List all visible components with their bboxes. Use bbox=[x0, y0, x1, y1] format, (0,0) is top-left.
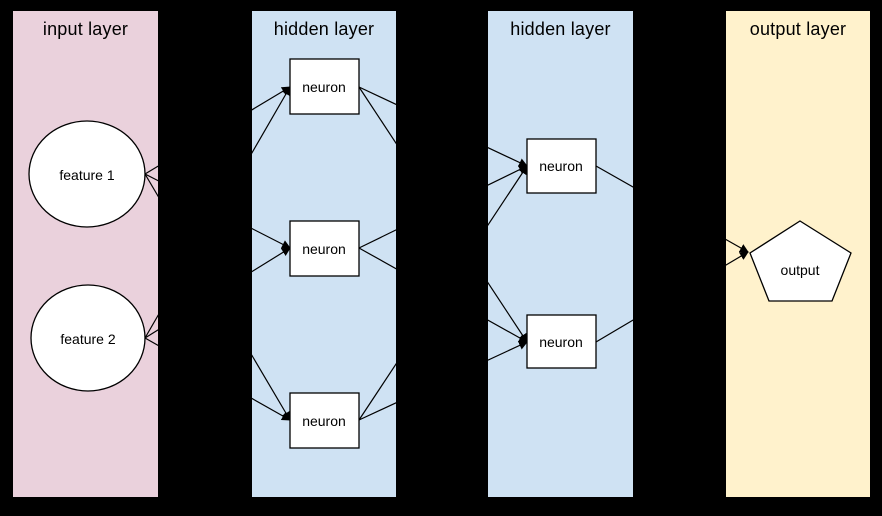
node-h1-neuron-1-label: neuron bbox=[302, 79, 346, 95]
node-h2-neuron-2 bbox=[526, 314, 597, 369]
node-output-label: output bbox=[781, 262, 820, 278]
node-h1-neuron-3 bbox=[289, 392, 360, 449]
edge-f2-h1n2 bbox=[144, 247, 291, 339]
output-layer-label: output layer bbox=[749, 19, 847, 39]
hidden-layer-2-label: hidden layer bbox=[510, 19, 611, 39]
edge-h1n1-h2n1 bbox=[358, 86, 528, 167]
node-h2-neuron-2-label: neuron bbox=[539, 334, 583, 350]
node-feature-1 bbox=[28, 120, 146, 228]
edge-h1n2-h2n1 bbox=[358, 165, 528, 249]
node-h1-neuron-3-label: neuron bbox=[302, 413, 346, 429]
node-h1-neuron-2 bbox=[289, 220, 360, 277]
edge-h1n2-h2n2 bbox=[358, 247, 528, 343]
edge-h1n3-h2n2 bbox=[358, 341, 528, 421]
node-h1-neuron-1 bbox=[289, 58, 360, 115]
node-h1-neuron-2-label: neuron bbox=[302, 241, 346, 257]
edge-f2-h1n1 bbox=[144, 86, 291, 339]
node-feature-2-label: feature 2 bbox=[60, 331, 115, 347]
edge-f1-h1n3 bbox=[144, 173, 291, 421]
edge-h2n2-out bbox=[595, 251, 749, 343]
edge-h1n1-h2n2 bbox=[358, 86, 528, 343]
input-layer-label: input layer bbox=[42, 19, 129, 39]
edge-h1n3-h2n1 bbox=[358, 165, 528, 421]
node-h2-neuron-1-label: neuron bbox=[539, 158, 583, 174]
node-feature-1-label: feature 1 bbox=[59, 167, 114, 183]
node-output bbox=[749, 220, 852, 302]
edge-h2n1-out bbox=[595, 165, 749, 253]
hidden-layer-2-column: hidden layer bbox=[488, 11, 633, 497]
edge-f1-h1n2 bbox=[144, 173, 291, 249]
edge-f2-h1n3 bbox=[144, 337, 291, 421]
node-feature-2 bbox=[30, 284, 146, 392]
input-layer-column: input layer bbox=[13, 11, 158, 497]
edge-f1-h1n1 bbox=[144, 86, 291, 175]
node-h2-neuron-1 bbox=[526, 138, 597, 194]
hidden-layer-1-label: hidden layer bbox=[273, 19, 375, 39]
